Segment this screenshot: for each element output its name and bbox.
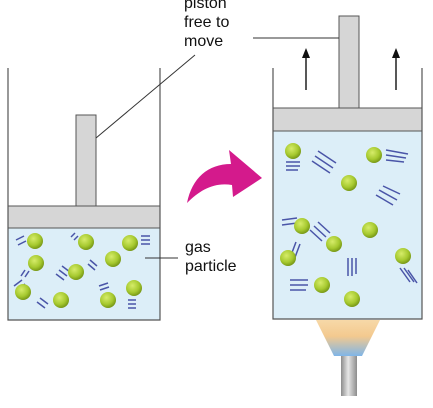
- gas-particle: [309, 221, 342, 252]
- gas-particle: [70, 232, 94, 250]
- piston-label-line-3: move: [184, 33, 224, 50]
- right-gas-particles: [280, 143, 418, 307]
- burner-tube: [341, 356, 357, 396]
- right-piston-rod: [338, 15, 360, 109]
- gas-particle: [36, 292, 69, 309]
- gas-particle: [290, 277, 330, 293]
- gas-particle: [55, 264, 84, 281]
- left-piston-head: [7, 205, 161, 229]
- gas-particle: [395, 248, 418, 284]
- gas-particle: [362, 185, 401, 238]
- gas-particle: [366, 147, 409, 163]
- gas-label-line-1: gas: [185, 239, 211, 256]
- up-arrow-icon: [302, 48, 400, 90]
- right-cylinder-walls: [272, 68, 423, 320]
- gas-particle: [15, 233, 43, 249]
- gas-label-line-2: particle: [185, 258, 237, 275]
- gas-particle: [13, 279, 31, 300]
- left-gas-particles: [13, 232, 150, 309]
- gas-particle: [311, 150, 357, 191]
- right-piston-head: [272, 107, 423, 132]
- gas-particle: [122, 235, 150, 251]
- gas-particle: [20, 255, 44, 278]
- piston-label-line-2: free to: [184, 14, 230, 31]
- gas-particle: [87, 251, 121, 271]
- gas-particle: [126, 280, 142, 309]
- gas-particle: [285, 143, 301, 171]
- gas-particle: [280, 241, 301, 266]
- gas-particle: [344, 258, 360, 307]
- burner-flame: [316, 320, 380, 356]
- piston-label-line-1: piston: [184, 0, 227, 12]
- gas-particle: [281, 217, 310, 234]
- bunsen-burner-icon: [316, 320, 380, 396]
- left-piston-rod: [75, 114, 97, 207]
- left-cylinder-walls: [7, 68, 161, 321]
- piston-label-leader: [95, 37, 339, 139]
- curved-arrow-icon: [187, 150, 262, 203]
- gas-particle: [98, 282, 116, 308]
